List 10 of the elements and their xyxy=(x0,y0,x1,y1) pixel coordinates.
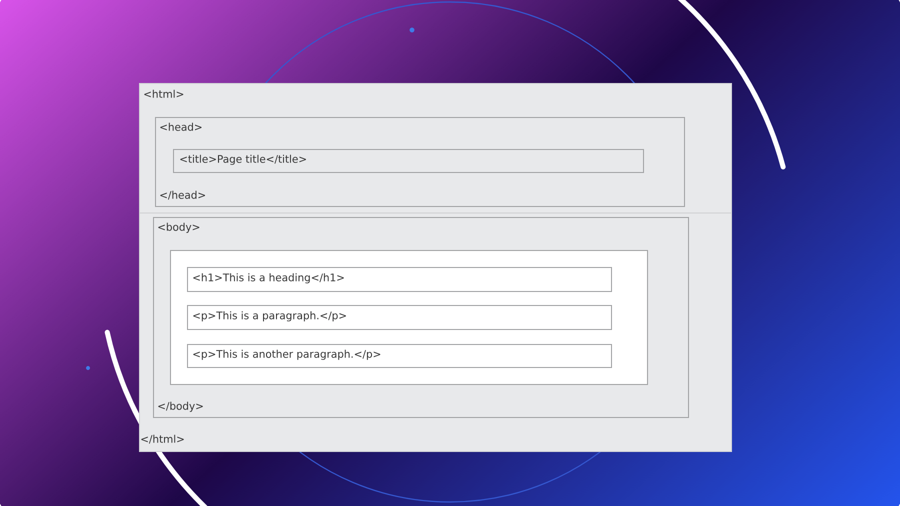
tag-label: </body> xyxy=(158,402,203,412)
element-box: <title>Page title</title> xyxy=(173,148,644,173)
tag-label: <head> xyxy=(160,122,202,131)
element-box: <h1>This is a heading</h1> xyxy=(187,266,612,292)
tag-label: </head> xyxy=(160,190,205,200)
element-box: <p>This is another paragraph.</p> xyxy=(187,344,612,368)
tag-label: <body> xyxy=(158,222,200,233)
tag-label: <html> xyxy=(144,90,184,98)
tag-label: </html> xyxy=(141,434,184,444)
element-box: <p>This is a paragraph.</p> xyxy=(187,304,612,330)
